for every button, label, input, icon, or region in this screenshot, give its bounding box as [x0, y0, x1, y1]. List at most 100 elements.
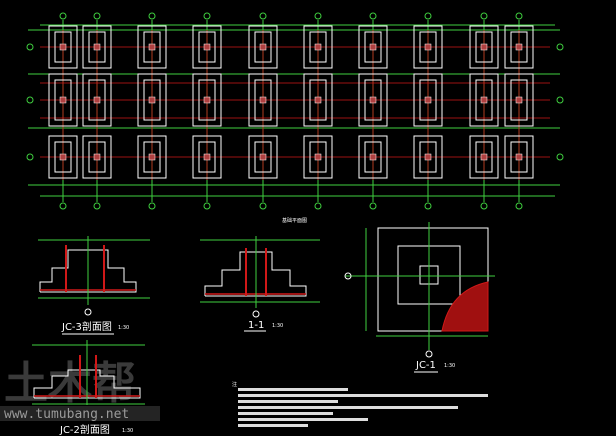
footing-outline	[248, 25, 278, 69]
footing-step	[475, 141, 493, 173]
axis-bubble	[556, 43, 564, 51]
footing-outline	[248, 135, 278, 179]
footing-outline	[469, 25, 499, 69]
footing-step	[419, 79, 437, 121]
axis-bubble	[314, 12, 322, 20]
footing-step	[510, 141, 528, 173]
axis-bubble	[480, 12, 488, 20]
footing-outline	[137, 135, 167, 179]
section-jc2: JC-2剖面图 1:30	[32, 340, 145, 436]
axis-bubble	[93, 12, 101, 20]
footing-step	[419, 141, 437, 173]
column-pier	[59, 96, 67, 104]
column-pier	[369, 43, 377, 51]
axis-bubble	[148, 202, 156, 210]
axis-bubble	[480, 202, 488, 210]
column-pier	[148, 153, 156, 161]
column-pier	[480, 43, 488, 51]
footing-step	[88, 141, 106, 173]
watermark-logo: 土木帮	[4, 358, 136, 409]
column-pier	[314, 43, 322, 51]
axis-bubble	[59, 12, 67, 20]
column-pier	[148, 43, 156, 51]
footing-outline	[358, 135, 388, 179]
footing-step	[198, 141, 216, 173]
axis-bubble	[259, 202, 267, 210]
footing-outline	[504, 25, 534, 69]
section-scale-1-1: 1:30	[272, 323, 283, 329]
column-pier	[203, 96, 211, 104]
footing-step	[419, 31, 437, 63]
column-pier	[59, 153, 67, 161]
footing-outline	[192, 73, 222, 127]
footing-step	[510, 31, 528, 63]
column-pier	[480, 153, 488, 161]
footing-outline	[48, 25, 78, 69]
footing-outline	[192, 135, 222, 179]
footing-step	[54, 141, 72, 173]
footing-step	[143, 141, 161, 173]
axis-bubble	[424, 202, 432, 210]
column-pier	[93, 43, 101, 51]
footing-step	[143, 31, 161, 63]
footing-step	[475, 31, 493, 63]
footing-outline	[413, 25, 443, 69]
footing-step	[309, 79, 327, 121]
footing-step	[364, 141, 382, 173]
footing-step	[510, 79, 528, 121]
footing-step	[364, 79, 382, 121]
column-pier	[424, 153, 432, 161]
axis-bubble	[26, 153, 34, 161]
footing-outline	[358, 73, 388, 127]
footing-step	[475, 79, 493, 121]
axis-bubble	[148, 12, 156, 20]
footing-outline	[48, 135, 78, 179]
footing-outline	[82, 25, 112, 69]
column-pier	[59, 43, 67, 51]
axis-bubble	[314, 202, 322, 210]
section-title-jc1: JC-1	[415, 360, 436, 371]
column-pier	[369, 153, 377, 161]
column-pier	[515, 43, 523, 51]
footing-step	[54, 31, 72, 63]
axis-bubble	[424, 12, 432, 20]
footing-step	[309, 141, 327, 173]
notes-heading: 注	[232, 381, 237, 388]
column-pier	[424, 43, 432, 51]
column-pier	[259, 43, 267, 51]
axis-bubble	[259, 12, 267, 20]
footing-outline	[82, 135, 112, 179]
footing-step	[254, 79, 272, 121]
column-pier	[515, 153, 523, 161]
column-pier	[93, 153, 101, 161]
general-notes: 注	[232, 381, 488, 427]
section-jc3: JC-3剖面图 1:30	[38, 236, 150, 335]
footing-step	[309, 31, 327, 63]
detail-jc1: JC-1 1:30	[344, 222, 495, 373]
column-pier	[203, 153, 211, 161]
footing-step	[364, 31, 382, 63]
footing-outline	[137, 25, 167, 69]
axis-bubble	[556, 153, 564, 161]
column-pier	[259, 96, 267, 104]
footing-outline	[303, 135, 333, 179]
axis-bubble	[93, 202, 101, 210]
footing-outline	[248, 73, 278, 127]
footing-outline	[469, 135, 499, 179]
column-pier	[314, 96, 322, 104]
footing-outline	[48, 73, 78, 127]
plan-label: 基础平面图	[282, 217, 307, 224]
section-title-jc3: JC-3剖面图	[61, 320, 112, 333]
footing-step	[198, 79, 216, 121]
footing-outline	[504, 73, 534, 127]
footing-step	[198, 31, 216, 63]
axis-bubble	[26, 43, 34, 51]
column-pier	[515, 96, 523, 104]
axis-bubble	[59, 202, 67, 210]
footing-step	[254, 31, 272, 63]
axis-bubble	[26, 96, 34, 104]
footing-outline	[469, 73, 499, 127]
watermark-url: www.tumubang.net	[4, 407, 129, 422]
column-pier	[148, 96, 156, 104]
